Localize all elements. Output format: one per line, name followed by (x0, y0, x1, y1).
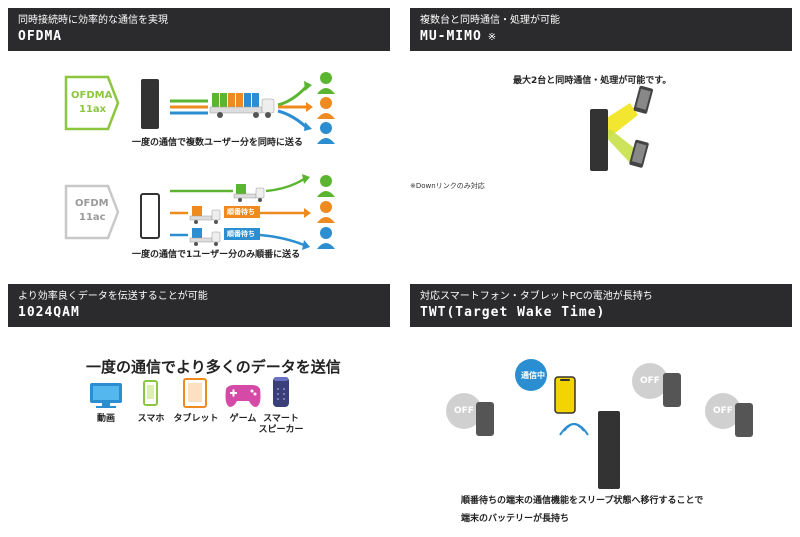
qam-diagram: 一度の通信でより多くのデータを送信 (8, 327, 390, 532)
mumimo-headline: 最大2台と同時通信・処理が可能です。 (513, 76, 672, 86)
mumimo-footnote: ※Downリンクのみ対応 (410, 182, 485, 190)
tablet-icon (183, 378, 207, 408)
qam-subtitle: より効率良くデータを伝送することが可能 (18, 291, 208, 302)
smartphone-off-icon (663, 373, 681, 407)
mumimo-panel: 複数台と同時通信・処理が可能 MU-MIMO※ 最大2台と同時通信・処理が可能で… (410, 8, 792, 256)
off-badge: OFF (640, 376, 660, 386)
twt-header: 対応スマートフォン・タブレットPCの電池が長持ち TWT(Target Wake… (410, 284, 792, 327)
ofdma-label-1: OFDMA (71, 90, 113, 101)
twt-caption-1: 順番待ちの端末の通信機能をスリープ状態へ移行することで (461, 496, 704, 506)
small-truck-icon (233, 184, 265, 202)
gamepad-icon (225, 385, 261, 407)
arrow-green (277, 85, 308, 107)
qam-panel: より効率良くデータを伝送することが可能 1024QAM 一度の通信でより多くのデ… (8, 284, 390, 532)
ofdma-diagram: OFDMA 11ax 一度の通信で複数ユーザー分を同時に送る OFDM 11ac… (8, 51, 390, 260)
mumimo-title: MU-MIMO※ (420, 29, 498, 44)
qam-illustration (90, 377, 289, 408)
mumimo-diagram: 最大2台と同時通信・処理が可能です。 ※Downリンクのみ対応 (410, 51, 792, 256)
smartphone-off-icon (735, 403, 753, 437)
ofdma-title: OFDMA (18, 29, 63, 44)
off-badge: OFF (713, 406, 733, 416)
tv-icon (90, 383, 122, 408)
device-label: ゲーム (229, 414, 257, 424)
twt-panel: 対応スマートフォン・タブレットPCの電池が長持ち TWT(Target Wake… (410, 284, 792, 532)
off-badge-circle (705, 393, 741, 429)
qam-title: 1024QAM (18, 305, 80, 320)
smartphone-icon (143, 380, 158, 406)
active-badge: 通信中 (521, 371, 545, 380)
ofdm-label-1: OFDM (75, 198, 109, 209)
off-badge: OFF (454, 406, 474, 416)
router-outline-icon (140, 193, 160, 239)
wait-tag-label: 順番待ち (227, 208, 255, 216)
ofdma-label-2: 11ax (79, 104, 107, 115)
device-label: スマホ (137, 414, 165, 424)
waiting-truck-icon (189, 228, 221, 246)
router-icon (141, 79, 159, 129)
off-badge-circle (632, 363, 668, 399)
smartphone-active-icon (554, 376, 576, 414)
wait-tag-blue (224, 228, 260, 240)
beam-lower (602, 129, 638, 163)
device-label: スマート スピーカー (258, 414, 304, 435)
mumimo-subtitle: 複数台と同時通信・処理が可能 (420, 15, 560, 26)
ofdma-header: 同時接続時に効率的な通信を実現 OFDMA (8, 8, 390, 51)
mumimo-illustration (590, 85, 653, 171)
twt-illustration (446, 359, 753, 489)
arrow-blue (277, 109, 308, 129)
device-label: タブレット (173, 414, 219, 424)
user-icon (317, 175, 335, 249)
twt-title: TWT(Target Wake Time) (420, 305, 606, 320)
active-badge-circle (515, 359, 547, 391)
twt-caption-2: 端末のバッテリーが長持ち (461, 514, 570, 524)
truck-icon (209, 93, 275, 118)
user-icon (317, 72, 335, 144)
ofdma-illustration (64, 72, 335, 250)
waiting-truck-icon (189, 206, 221, 224)
off-badge-circle (446, 393, 482, 429)
beam-upper (602, 103, 638, 137)
device-label: 動画 (96, 414, 115, 424)
smartphone-icon (633, 85, 653, 114)
ofdma-label-box (64, 75, 120, 131)
qam-header: より効率良くデータを伝送することが可能 1024QAM (8, 284, 390, 327)
qam-headline: 一度の通信でより多くのデータを送信 (86, 358, 341, 376)
ofdm-label-box (64, 184, 120, 240)
ofdm-caption: 一度の通信で1ユーザー分のみ順番に送る (132, 250, 301, 260)
wait-tag-orange (224, 206, 260, 218)
wait-tag-label: 順番待ち (227, 230, 255, 238)
smart-speaker-icon (273, 377, 289, 407)
twt-diagram: OFF 通信中 OFF OFF 順番待ちの端末の通信機能をスリープ状態へ移行する… (410, 327, 792, 532)
ofdma-caption: 一度の通信で複数ユーザー分を同時に送る (132, 138, 303, 148)
router-icon (590, 109, 608, 171)
mumimo-header: 複数台と同時通信・処理が可能 MU-MIMO※ (410, 8, 792, 51)
ofdma-subtitle: 同時接続時に効率的な通信を実現 (18, 15, 168, 26)
mumimo-title-mark: ※ (487, 32, 498, 43)
smartphone-icon (629, 139, 649, 168)
smartphone-off-icon (476, 402, 494, 436)
ofdma-panel: 同時接続時に効率的な通信を実現 OFDMA (8, 8, 390, 260)
ofdm-label-2: 11ac (79, 212, 106, 223)
router-icon (598, 411, 620, 489)
wifi-signal-icon (559, 423, 589, 436)
twt-subtitle: 対応スマートフォン・タブレットPCの電池が長持ち (420, 291, 653, 302)
